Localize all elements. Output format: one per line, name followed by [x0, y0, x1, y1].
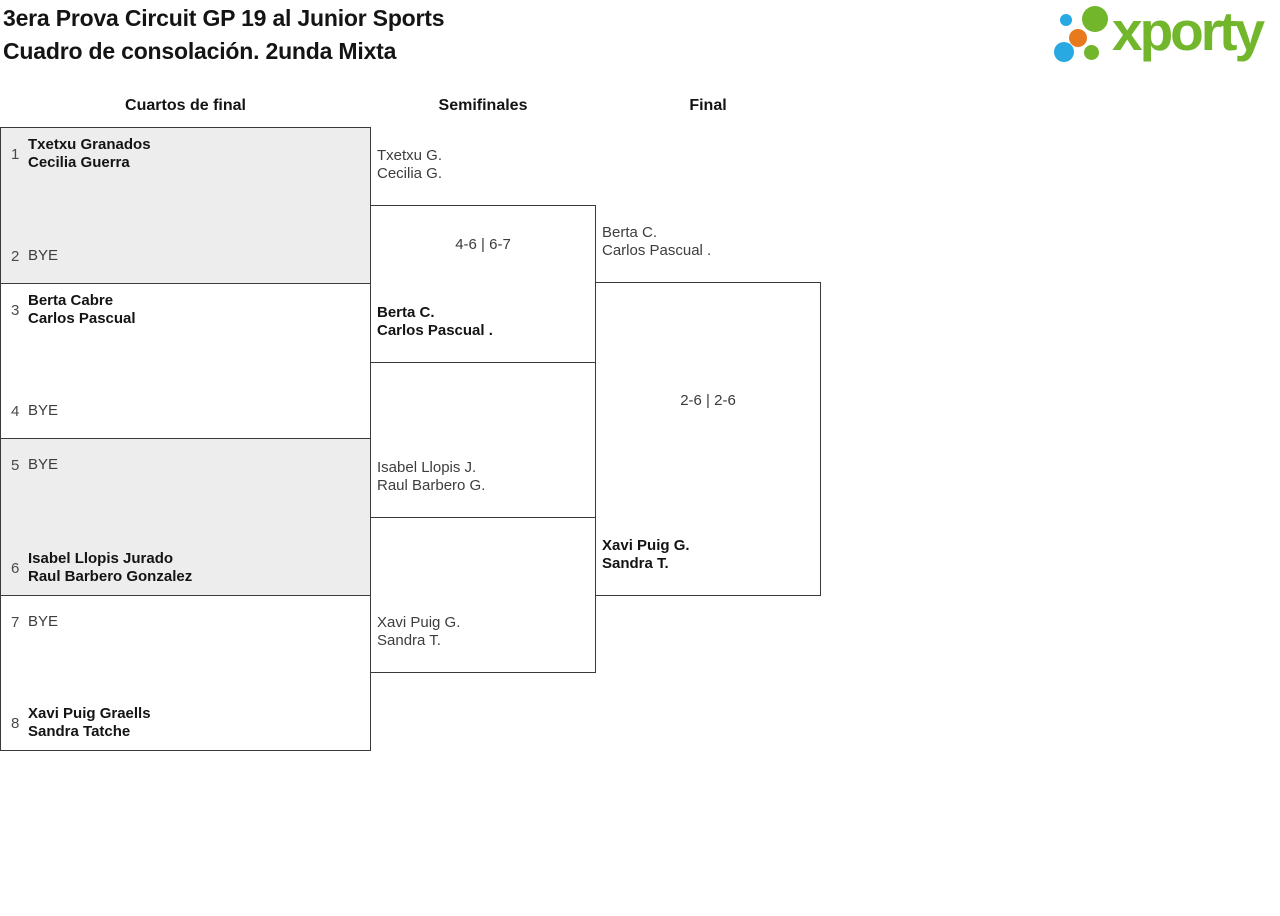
player-name: Raul Barbero Gonzalez [28, 568, 193, 585]
participant-slot: 2 BYE [1, 238, 370, 274]
participant-slot: 6 Isabel Llopis Jurado Raul Barbero Gonz… [1, 550, 370, 586]
player-name: Berta C. [602, 224, 658, 241]
round-header-cuartos: Cuartos de final [125, 97, 246, 114]
match-qf-1: 1 Txetxu Granados Cecilia Guerra 2 BYE [0, 127, 371, 284]
player-name: Berta C. [377, 304, 435, 321]
match-qf-3: 5 BYE 6 Isabel Llopis Jurado Raul Barber… [0, 438, 371, 596]
final-top-participant: Berta C. Carlos Pascual . [602, 224, 711, 260]
participant-slot: 5 BYE [1, 447, 370, 483]
seed-number: 4 [11, 402, 20, 420]
xporty-logo: xporty [1050, 0, 1280, 70]
seed-number: 2 [11, 247, 20, 265]
player-name: BYE [28, 402, 59, 419]
player-name: Xavi Puig G. [602, 537, 690, 554]
sf2-top-participant: Isabel Llopis J. Raul Barbero G. [377, 459, 485, 495]
player-name: Xavi Puig Graells [28, 705, 151, 722]
participant-slot: 7 BYE [1, 604, 370, 640]
seed-number: 5 [11, 456, 20, 474]
seed-number: 8 [11, 714, 20, 732]
seed-number: 3 [11, 301, 20, 319]
logo-dot-icon [1060, 14, 1072, 26]
player-name: BYE [28, 613, 59, 630]
player-name: Cecilia Guerra [28, 154, 130, 171]
tournament-name: 3era Prova Circuit GP 19 al Junior Sport… [3, 5, 445, 31]
seed-number: 6 [11, 559, 20, 577]
logo-dot-icon [1054, 42, 1074, 62]
match-qf-2: 3 Berta Cabre Carlos Pascual 4 BYE [0, 283, 371, 439]
logo-dot-icon [1069, 29, 1087, 47]
player-name: Xavi Puig G. [377, 614, 461, 631]
match-sf-1 [370, 205, 596, 363]
player-name: Txetxu Granados [28, 136, 151, 153]
player-name: BYE [28, 247, 59, 264]
player-name: Sandra Tatche [28, 723, 131, 740]
player-name: Cecilia G. [377, 165, 443, 182]
match-qf-4: 7 BYE 8 Xavi Puig Graells Sandra Tatche [0, 595, 371, 751]
participant-slot: 8 Xavi Puig Graells Sandra Tatche [1, 705, 370, 741]
seed-number: 7 [11, 613, 20, 631]
player-name: Sandra T. [377, 632, 441, 649]
sf1-bottom-participant: Berta C. Carlos Pascual . [377, 304, 493, 340]
participant-slot: 4 BYE [1, 393, 370, 429]
sf1-top-participant: Txetxu G. Cecilia G. [377, 147, 442, 183]
player-name: Sandra T. [602, 555, 669, 572]
match-sf-2 [370, 517, 596, 673]
seed-number: 1 [11, 145, 20, 163]
logo-dot-icon [1084, 45, 1099, 60]
draw-name: Cuadro de consolación. 2unda Mixta [3, 38, 397, 64]
player-name: Berta Cabre [28, 292, 114, 309]
logo-dot-icon [1082, 6, 1108, 32]
round-header-final: Final [689, 97, 727, 114]
sf2-bottom-participant: Xavi Puig G. Sandra T. [377, 614, 460, 650]
player-name: Isabel Llopis J. [377, 459, 477, 476]
logo-wordmark: xporty [1112, 0, 1265, 62]
sf1-score: 4-6 | 6-7 [455, 236, 511, 253]
participant-slot: 3 Berta Cabre Carlos Pascual [1, 292, 370, 328]
player-name: Carlos Pascual . [377, 322, 493, 339]
player-name: Isabel Llopis Jurado [28, 550, 174, 567]
player-name: Carlos Pascual . [602, 242, 712, 259]
match-final [595, 282, 821, 596]
participant-slot: 1 Txetxu Granados Cecilia Guerra [1, 136, 370, 172]
round-header-semifinales: Semifinales [438, 97, 528, 114]
player-name: Txetxu G. [377, 147, 443, 164]
final-winner: Xavi Puig G. Sandra T. [602, 537, 690, 573]
player-name: BYE [28, 456, 59, 473]
final-score: 2-6 | 2-6 [680, 392, 736, 409]
player-name: Carlos Pascual [28, 310, 136, 327]
page-title: 3era Prova Circuit GP 19 al Junior Sport… [3, 2, 445, 68]
player-name: Raul Barbero G. [377, 477, 486, 494]
